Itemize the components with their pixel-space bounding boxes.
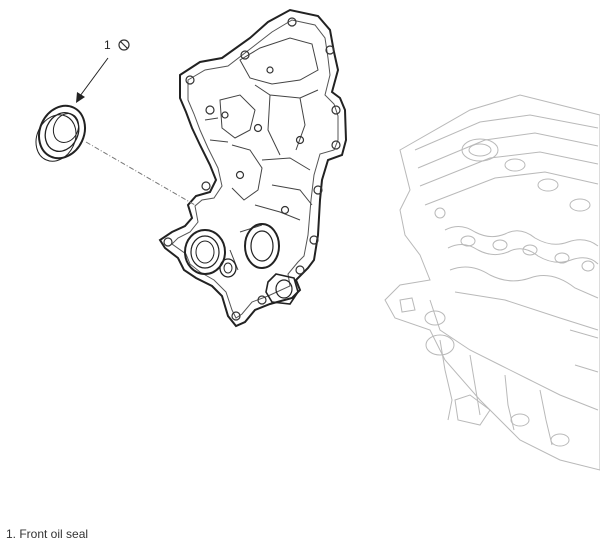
callout-number: 1	[104, 38, 111, 52]
timing-chain-cover	[158, 8, 348, 328]
legend-item-front-oil-seal: 1. Front oil seal	[6, 527, 89, 541]
callout-arrow	[76, 57, 109, 103]
front-oil-seal	[35, 104, 86, 162]
assembly-guide-line	[85, 141, 196, 206]
do-not-reuse-icon	[118, 39, 130, 51]
engine-block	[384, 94, 600, 471]
